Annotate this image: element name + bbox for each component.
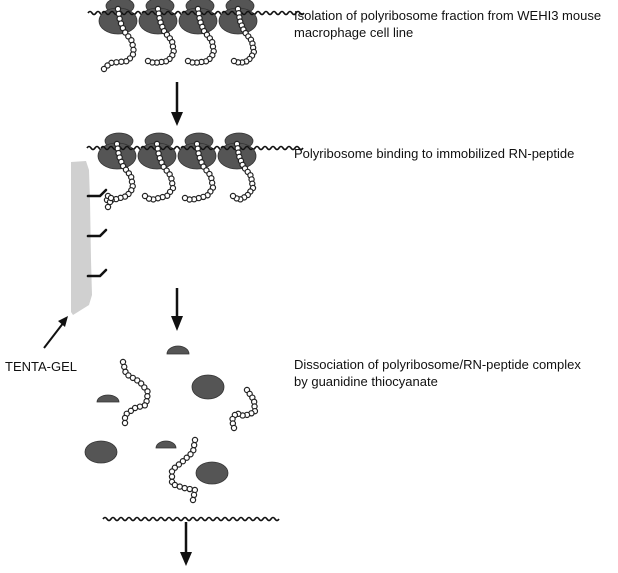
rn-peptide-linker — [86, 188, 108, 198]
amino-acid-bead — [229, 192, 237, 200]
peptide-chain — [229, 386, 259, 432]
ribosome — [177, 132, 217, 170]
amino-acid-bead — [189, 496, 197, 504]
amino-acid-bead — [168, 473, 176, 480]
amino-acid-bead — [230, 424, 238, 432]
ribosome-small-subunit — [155, 440, 177, 449]
amino-acid-bead — [100, 65, 108, 73]
tenta-gel-label: TENTA-GEL — [5, 359, 77, 374]
arrow-down-1 — [171, 82, 183, 126]
amino-acid-bead — [141, 384, 148, 391]
peptide-chain — [141, 140, 177, 203]
amino-acid-bead — [121, 419, 129, 427]
peptide-chain — [168, 436, 199, 504]
tenta-gel-pointer-arrow — [43, 316, 68, 349]
amino-acid-bead — [184, 57, 192, 65]
step-1-description: Isolation of polyribosome fraction from … — [294, 8, 602, 40]
ribosome-large-subunit — [84, 440, 118, 464]
amino-acid-bead — [137, 380, 145, 387]
ribosome-small-subunit — [96, 394, 120, 403]
step-3-description: Dissociation of polyribosome/RN-peptide … — [294, 357, 581, 389]
amino-acid-bead — [144, 57, 152, 65]
immobilized-peptides — [86, 188, 115, 278]
amino-acid-bead — [181, 194, 189, 202]
amino-acid-bead — [186, 485, 193, 493]
amino-acid-bead — [191, 436, 199, 444]
amino-acid-bead — [121, 414, 129, 422]
amino-acid-bead — [183, 454, 190, 461]
polysome-bound — [86, 132, 304, 204]
peptide-chain — [181, 140, 217, 203]
amino-acid-bead — [190, 441, 198, 449]
tenta-gel-support — [71, 161, 92, 315]
amino-acid-bead — [181, 484, 188, 492]
step-2-description: Polyribosome binding to immobilized RN-p… — [294, 146, 575, 161]
peptide-chain — [230, 5, 258, 66]
peptide-chain — [104, 192, 115, 211]
free-mrna — [102, 516, 280, 522]
amino-acid-bead — [190, 491, 198, 499]
amino-acid-bead — [104, 203, 112, 211]
amino-acid-bead — [175, 461, 183, 468]
amino-acid-bead — [127, 407, 135, 415]
ribosome-small-subunit — [166, 345, 190, 355]
peptide-chain — [100, 5, 137, 73]
rn-peptide-linker — [86, 228, 108, 238]
peptide-chain — [119, 358, 151, 427]
amino-acid-bead — [168, 468, 176, 475]
amino-acid-bead — [191, 486, 199, 494]
peptide-chain — [184, 5, 217, 66]
arrow-down-3 — [180, 522, 192, 566]
amino-acid-bead — [230, 57, 238, 65]
amino-acid-bead — [187, 451, 194, 458]
amino-acid-bead — [131, 404, 139, 412]
ribosome-large-subunit — [195, 461, 229, 485]
rn-peptide-linker — [86, 268, 108, 278]
dissociated-components — [84, 345, 259, 504]
peptide-chain — [144, 5, 177, 66]
amino-acid-bead — [144, 393, 151, 400]
ribosome-large-subunit — [191, 374, 225, 400]
polysome-free — [87, 0, 305, 73]
arrow-down-2 — [171, 288, 183, 331]
amino-acid-bead — [107, 194, 115, 202]
amino-acid-bead — [179, 458, 187, 465]
peptide-chain — [229, 140, 257, 203]
amino-acid-bead — [141, 192, 149, 200]
